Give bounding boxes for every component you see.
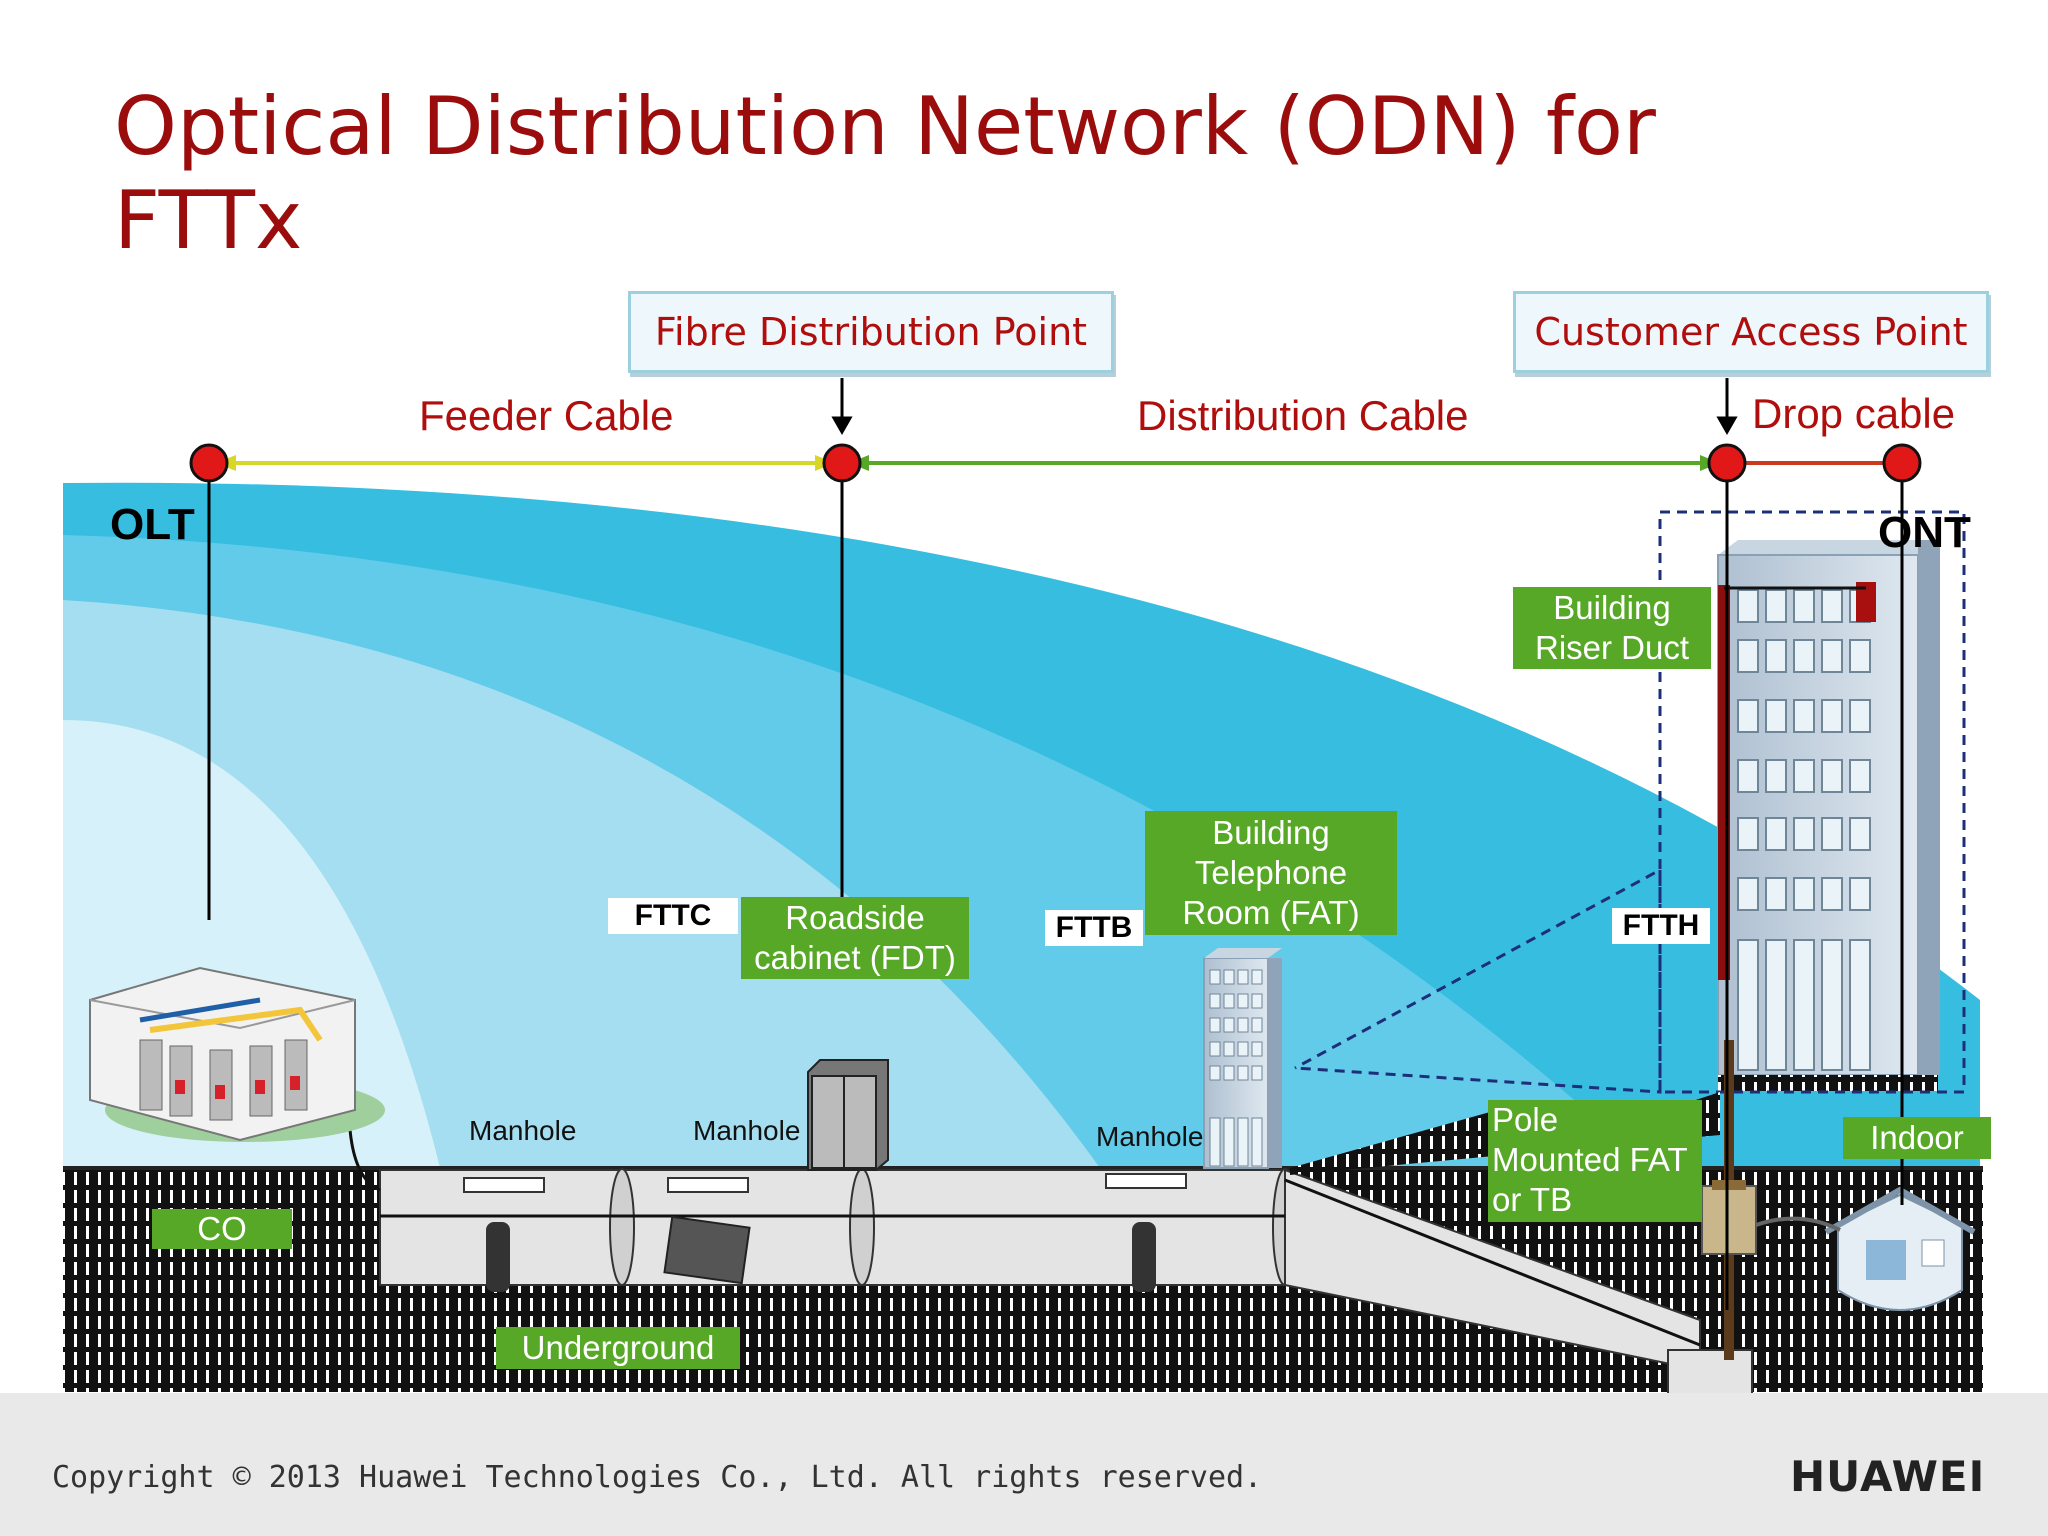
drop-fan xyxy=(1290,1092,1720,1175)
utility-pole-fat xyxy=(1701,1040,1757,1360)
feeder-cable-label: Feeder Cable xyxy=(419,392,674,439)
indoor-label: Indoor xyxy=(1843,1117,1991,1159)
fdt-line-2: cabinet (FDT) xyxy=(754,939,956,976)
footer-bar xyxy=(0,1393,2048,1536)
copyright-text: Copyright © 2013 Huawei Technologies Co.… xyxy=(52,1460,1263,1495)
btr-line-1: Building xyxy=(1212,814,1330,851)
brand-wordmark: HUAWEI xyxy=(1790,1452,1986,1501)
manhole-label-3: Manhole xyxy=(1096,1121,1204,1152)
riser-line-1: Building xyxy=(1553,589,1671,626)
fttc-tag: FTTC xyxy=(608,898,738,934)
customer-access-point-label: Customer Access Point xyxy=(1534,310,1968,354)
drop-cable-label: Drop cable xyxy=(1752,390,1956,437)
header-arrows xyxy=(831,378,1738,436)
btr-line-3: Room (FAT) xyxy=(1182,894,1360,931)
btr-line-2: Telephone xyxy=(1194,854,1348,891)
distribution-cable-label: Distribution Cable xyxy=(1137,392,1469,439)
pole-line-3: or TB xyxy=(1492,1181,1573,1218)
pole-line-2: Mounted FAT xyxy=(1492,1141,1688,1178)
title-line-1: Optical Distribution Network (ODN) for xyxy=(114,80,1656,173)
underground-label: Underground xyxy=(496,1327,740,1369)
fibre-distribution-point-box: Fibre Distribution Point xyxy=(628,291,1114,373)
ont-label: ONT xyxy=(1878,508,1971,557)
small-office-building xyxy=(1203,948,1282,1169)
endpoint-markers xyxy=(189,443,1922,483)
building-telephone-room-label: Building Telephone Room (FAT) xyxy=(1145,811,1397,935)
co-label: CO xyxy=(152,1209,292,1249)
manhole-covers xyxy=(463,1173,1187,1292)
pole-line-1: Pole xyxy=(1492,1101,1559,1138)
title-line-2: FTTx xyxy=(114,174,303,267)
fibre-distribution-point-label: Fibre Distribution Point xyxy=(654,310,1088,354)
fdt-line-1: Roadside xyxy=(785,899,925,936)
page-title: Optical Distribution Network (ODN) for F… xyxy=(114,80,1814,268)
manhole-label-1: Manhole xyxy=(469,1115,577,1146)
ftth-tag: FTTH xyxy=(1612,908,1710,944)
customer-access-point-box: Customer Access Point xyxy=(1513,291,1989,373)
roadside-cabinet-label: Roadside cabinet (FDT) xyxy=(741,897,969,979)
fttb-tag: FTTB xyxy=(1045,910,1143,946)
building-riser-duct-label: Building Riser Duct xyxy=(1513,587,1711,669)
vertical-fibre-lines xyxy=(207,463,1904,1310)
olt-label: OLT xyxy=(110,500,195,549)
riser-line-2: Riser Duct xyxy=(1534,629,1690,666)
central-office-building xyxy=(89,966,385,1142)
pole-mounted-fat-label: Pole Mounted FAT or TB xyxy=(1488,1100,1702,1222)
high-rise-building xyxy=(1717,540,1940,1091)
manhole-label-2: Manhole xyxy=(693,1115,801,1146)
ftth-dashed-enclosure xyxy=(1294,510,1966,1094)
customer-house xyxy=(1755,1186,1976,1311)
roadside-cabinet xyxy=(807,1059,889,1171)
